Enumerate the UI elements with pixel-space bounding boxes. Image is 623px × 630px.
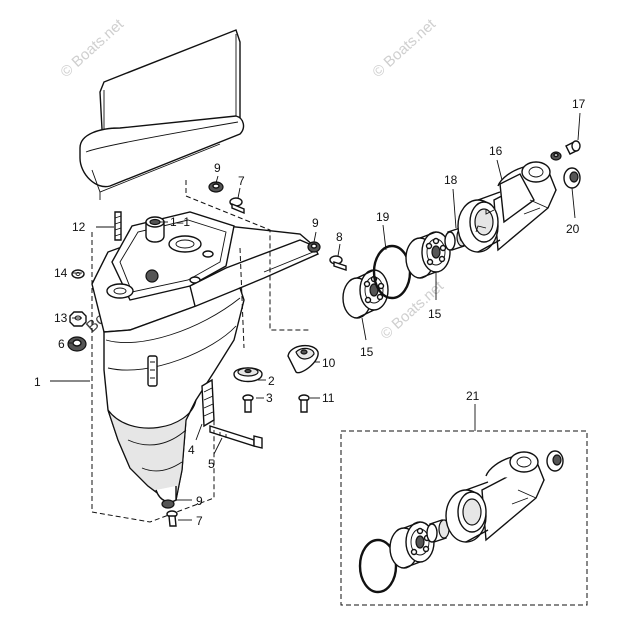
watermark: © Boats.net: [369, 15, 439, 81]
part-17-bolt-drawing: [550, 140, 581, 161]
part-label-14[interactable]: 14: [54, 266, 68, 280]
part-15-bearing-drawing: [342, 269, 389, 319]
part-label-21[interactable]: 21: [466, 389, 480, 403]
part-label-20[interactable]: 20: [566, 222, 580, 236]
part-label-17[interactable]: 17: [572, 97, 586, 111]
part-label-9[interactable]: 9: [312, 216, 319, 230]
part-label-8[interactable]: 8: [336, 230, 343, 244]
part-label-9[interactable]: 9: [196, 494, 203, 508]
part-20-seal-drawing: [563, 167, 581, 189]
watermark: © Boats.net: [57, 15, 127, 81]
part-label-15[interactable]: 15: [360, 345, 374, 359]
assembly-boundary-line: [91, 232, 215, 523]
part-9-washer-bottom-drawing: [161, 499, 175, 509]
part-label-4[interactable]: 4: [188, 443, 195, 457]
part-label-1[interactable]: 1: [34, 375, 41, 389]
part-label-12[interactable]: 12: [72, 220, 86, 234]
part-label-11[interactable]: 11: [322, 391, 335, 405]
assembly-boundary-line: [239, 247, 245, 349]
part-2-anode-drawing: [233, 367, 263, 383]
part-label-18[interactable]: 18: [444, 173, 458, 187]
part-1-1-drawing: [145, 216, 165, 243]
part-21-kit-box: [340, 430, 588, 606]
part-7-screw-bottom-drawing: [166, 510, 178, 527]
part-label-2[interactable]: 2: [268, 374, 275, 388]
part-5-bolt-drawing: [209, 425, 263, 449]
part-label-7[interactable]: 7: [196, 514, 203, 528]
part-7-screw-top-drawing: [229, 197, 245, 215]
part-label-15[interactable]: 15: [428, 307, 442, 321]
leader-lines: [50, 112, 581, 521]
part-label-13[interactable]: 13: [54, 311, 68, 325]
part-12-stud-drawing: [114, 211, 122, 241]
part-3-bolt-drawing: [242, 394, 254, 413]
assembly-boundary-line: [185, 180, 310, 331]
part-label-9[interactable]: 9: [214, 161, 221, 175]
part-11-bolt-drawing: [298, 394, 310, 413]
part-14-drawing: [71, 269, 85, 279]
part-21-kit-drawing: [358, 450, 564, 594]
part-6-drawing: [67, 336, 87, 352]
part-label-6[interactable]: 6: [58, 337, 65, 351]
part-label-10[interactable]: 10: [322, 356, 336, 370]
part-label-3[interactable]: 3: [266, 391, 273, 405]
part-label-19[interactable]: 19: [376, 210, 390, 224]
part-label-1-1[interactable]: 1–1: [170, 215, 190, 229]
part-label-7[interactable]: 7: [238, 174, 245, 188]
part-10-trim-tab-drawing: [287, 345, 319, 374]
part-8-screw-drawing: [329, 255, 347, 271]
part-label-16[interactable]: 16: [489, 144, 503, 158]
part-label-5[interactable]: 5: [208, 457, 215, 471]
part-15-bearing-drawing: [405, 231, 451, 279]
part-16-housing-drawing: [457, 161, 557, 253]
part-4-drawing: [201, 378, 215, 428]
part-13-nut-drawing: [69, 311, 87, 327]
gear-case-drawing: [91, 211, 319, 503]
upper-casing-drawing: [79, 29, 245, 200]
